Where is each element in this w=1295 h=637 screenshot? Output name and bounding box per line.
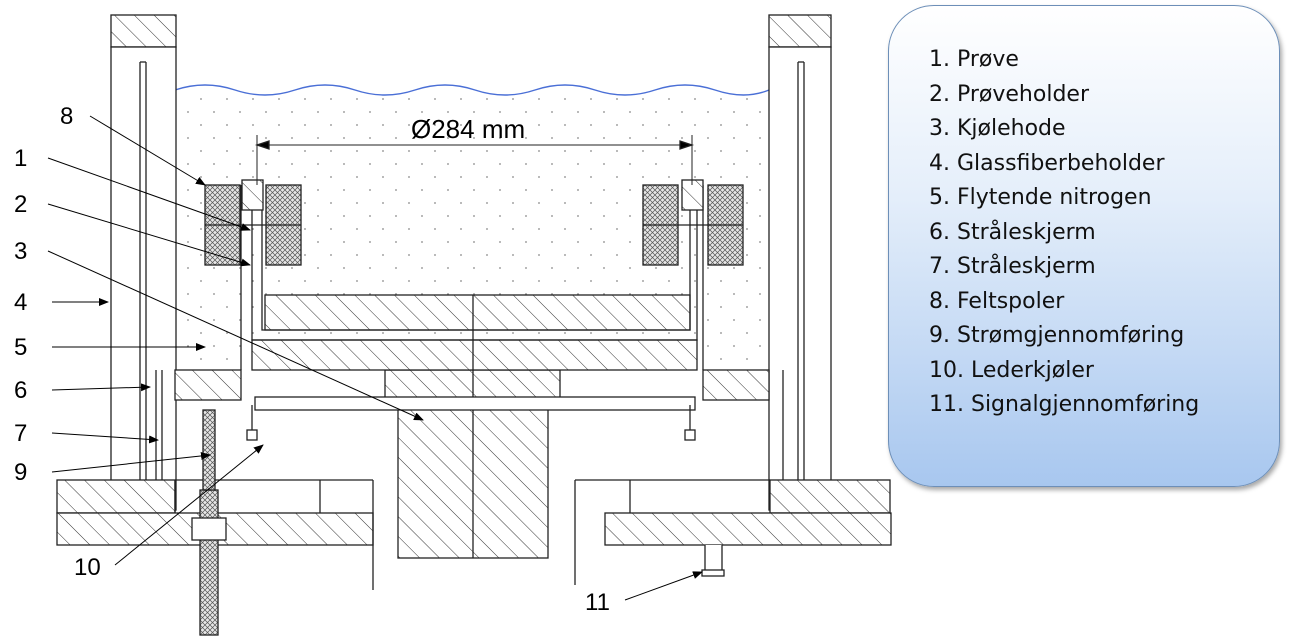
legend-item: 10. Lederkjøler	[929, 357, 1094, 383]
legend-item: 4. Glassfiberbeholder	[929, 150, 1165, 176]
sample-clamp-left	[241, 179, 264, 211]
callout-9: 9	[14, 459, 27, 486]
legend-box: 1. Prøve 2. Prøveholder 3. Kjølehode 4. …	[888, 5, 1280, 487]
callout-11: 11	[585, 589, 610, 616]
leader-7	[51, 432, 159, 444]
leader-8	[89, 115, 206, 186]
legend-item: 5. Flytende nitrogen	[929, 185, 1152, 210]
left-inner-bottom	[174, 369, 242, 401]
callout-4: 4	[14, 289, 27, 316]
legend-item: 6. Stråleskjerm	[929, 219, 1096, 245]
left-base-flange-top	[56, 479, 176, 514]
legend-item: 2. Prøveholder	[929, 81, 1089, 107]
legend-list: 1. Prøve 2. Prøveholder 3. Kjølehode 4. …	[889, 6, 1279, 423]
current-feedthrough-upper	[202, 409, 216, 491]
sample-holder-base	[251, 339, 698, 371]
right-inner-bottom	[702, 369, 770, 401]
callout-2: 2	[14, 191, 27, 218]
callout-6: 6	[14, 377, 27, 404]
right-wall-top-hatch	[768, 14, 832, 48]
diameter-label: Ø284 mm	[411, 114, 525, 144]
legend-item: 1. Prøve	[929, 47, 1019, 72]
right-base-flange-top	[769, 479, 891, 514]
left-outer-wall	[110, 46, 177, 511]
callout-1: 1	[14, 145, 27, 172]
callout-10: 10	[74, 554, 101, 581]
callout-7: 7	[14, 420, 27, 447]
callout-3: 3	[14, 238, 27, 265]
left-wall-top-hatch	[110, 14, 177, 48]
current-feedthrough	[199, 489, 219, 636]
callout-5: 5	[14, 334, 27, 361]
feedthrough-gland	[191, 517, 227, 541]
leader-3	[47, 250, 424, 421]
legend-item: 8. Feltspoler	[929, 288, 1065, 314]
leader-11	[624, 571, 703, 601]
leader-10	[114, 444, 264, 566]
right-outer-wall	[768, 46, 832, 511]
leader-6	[51, 383, 151, 392]
leader-2	[47, 203, 251, 267]
legend-item: 11. Signalgjennomføring	[929, 392, 1200, 417]
legend-item: 9. Strømgjennomføring	[929, 323, 1185, 348]
leader-9	[51, 451, 211, 473]
legend-item: 3. Kjølehode	[929, 116, 1066, 141]
sample-holder-plate	[264, 294, 691, 331]
cold-head-flange	[254, 396, 696, 411]
callout-8: 8	[60, 103, 73, 130]
leader-1	[47, 157, 251, 231]
right-base-plate	[604, 512, 892, 546]
legend-item: 7. Stråleskjerm	[929, 254, 1096, 279]
liquid-surface-line	[174, 84, 770, 96]
